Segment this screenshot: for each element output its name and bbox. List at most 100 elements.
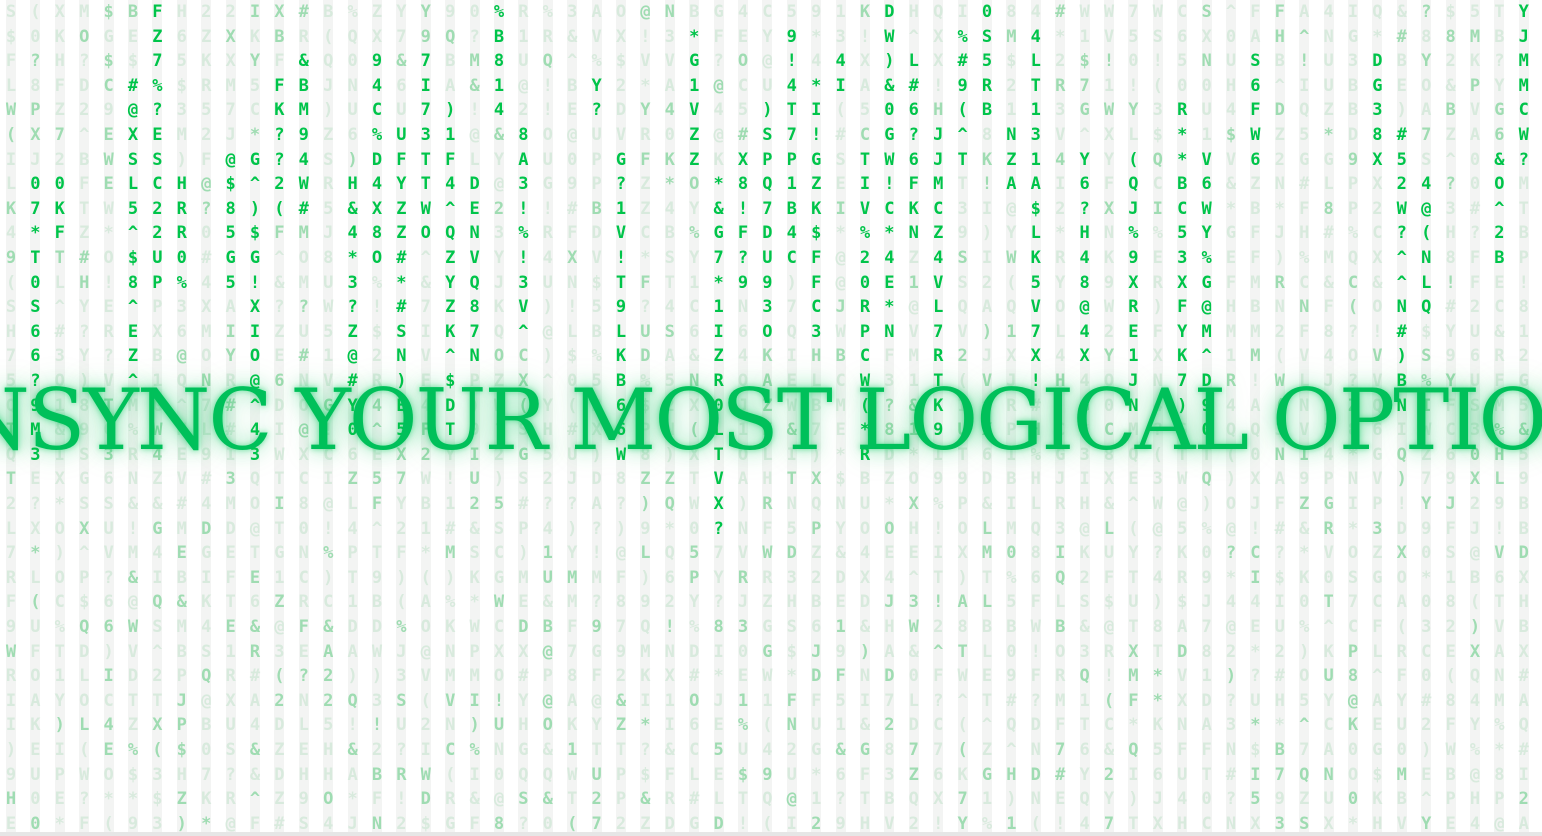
rain-glyph: Y (225, 346, 236, 367)
rain-glyph: E (127, 321, 139, 342)
rain-glyph: T (689, 469, 700, 490)
rain-glyph: B (1274, 740, 1285, 760)
rain-glyph: M (225, 494, 236, 514)
rain-glyph: 6 (1494, 125, 1505, 145)
rain-glyph: 5 (981, 51, 993, 72)
rain-glyph: N (493, 740, 505, 760)
rain-glyph: L (54, 272, 65, 293)
rain-glyph: M (298, 223, 309, 244)
rain-glyph: X (1518, 567, 1529, 588)
rain-glyph: ^ (1006, 740, 1017, 760)
rain-glyph: ? (30, 51, 41, 72)
rain-glyph: N (1030, 740, 1041, 760)
rain-glyph: F (786, 690, 797, 711)
rain-glyph: 3 (176, 297, 187, 318)
rain-glyph: C (1103, 420, 1115, 441)
rain-glyph: 3 (1347, 51, 1359, 72)
rain-glyph: W (323, 297, 334, 318)
rain-glyph: * (54, 494, 65, 514)
rain-glyph: D (445, 395, 456, 416)
rain-glyph: # (689, 666, 700, 687)
rain-glyph: B (1396, 789, 1407, 810)
rain-glyph: Z (152, 469, 163, 490)
rain-glyph: F (1055, 715, 1066, 736)
rain-glyph: 0 (567, 371, 578, 391)
rain-glyph: 2 (201, 125, 212, 145)
rain-glyph: X (1177, 272, 1188, 293)
rain-glyph: H (811, 346, 822, 367)
rain-glyph: J (1323, 371, 1334, 391)
rain-glyph: 2 (1103, 764, 1115, 785)
rain-glyph: % (1128, 223, 1139, 244)
rain-glyph: Q (542, 764, 553, 785)
rain-glyph: @ (591, 690, 602, 711)
rain-glyph: V (469, 248, 480, 268)
rain-glyph: ^ (1128, 494, 1139, 514)
rain-glyph: N (347, 75, 358, 96)
rain-glyph: G (249, 149, 261, 170)
rain-glyph: ? (640, 740, 651, 760)
rain-glyph: F (615, 567, 627, 588)
rain-glyph: I (152, 567, 163, 588)
rain-glyph: F (1250, 223, 1261, 244)
rain-glyph: Y (835, 518, 846, 539)
rain-glyph: F (811, 248, 822, 268)
rain-glyph: @ (1225, 518, 1237, 539)
rain-glyph: A (1421, 100, 1432, 121)
rain-glyph: & (54, 420, 65, 441)
rain-glyph: * (664, 518, 675, 539)
rain-glyph: 5 (225, 272, 236, 293)
rain-glyph: $ (640, 395, 651, 416)
rain-glyph: 4 (445, 174, 456, 195)
rain-glyph: 7 (420, 100, 431, 121)
rain-glyph: 4 (1225, 395, 1237, 416)
rain-glyph: 1 (664, 690, 675, 711)
rain-glyph: 8 (1152, 617, 1163, 637)
rain-glyph: 5 (1469, 2, 1481, 22)
rain-glyph: $ (152, 789, 163, 810)
rain-glyph: Q (1055, 567, 1066, 588)
rain-glyph: I (469, 764, 480, 785)
rain-glyph: 5 (664, 371, 675, 391)
rain-glyph: F (445, 149, 456, 170)
rain-glyph: S (1250, 51, 1261, 72)
rain-glyph: D (518, 617, 529, 637)
rain-glyph: F (1445, 518, 1456, 539)
rain-glyph: 0 (1469, 149, 1481, 170)
rain-glyph: 6 (103, 617, 114, 637)
rain-glyph: 0 (30, 174, 41, 195)
rain-glyph: U (567, 444, 578, 465)
rain-glyph: # (1030, 395, 1041, 416)
rain-glyph: N (1421, 248, 1432, 268)
rain-glyph: ) (664, 444, 675, 465)
rain-glyph: & (1079, 617, 1090, 637)
rain-glyph: 3 (884, 764, 895, 785)
rain-glyph: @ (1469, 543, 1481, 564)
rain-glyph: Y (762, 26, 773, 47)
rain-glyph: Y (1079, 764, 1090, 785)
rain-glyph: & (469, 518, 480, 539)
rain-glyph: Y (1323, 690, 1334, 711)
rain-glyph: S (1421, 346, 1432, 367)
rain-glyph: 9 (615, 297, 627, 318)
rain-glyph: 4 (420, 395, 431, 416)
rain-glyph: J (1128, 198, 1139, 219)
rain-glyph: D (640, 346, 651, 367)
rain-glyph: M (518, 567, 529, 588)
rain-glyph: C (1177, 198, 1188, 219)
rain-glyph: 3 (1079, 444, 1090, 465)
rain-glyph: W (1030, 617, 1041, 637)
rain-glyph: Q (1347, 248, 1359, 268)
rain-glyph: M (127, 395, 139, 416)
rain-glyph: 4 (933, 248, 944, 268)
rain-glyph: * (664, 174, 675, 195)
rain-glyph: 1 (323, 346, 334, 367)
rain-glyph: F (274, 75, 285, 96)
rain-glyph: & (884, 75, 895, 96)
rain-glyph: & (396, 51, 407, 72)
rain-glyph: X (1079, 346, 1090, 367)
rain-glyph: O (54, 518, 65, 539)
